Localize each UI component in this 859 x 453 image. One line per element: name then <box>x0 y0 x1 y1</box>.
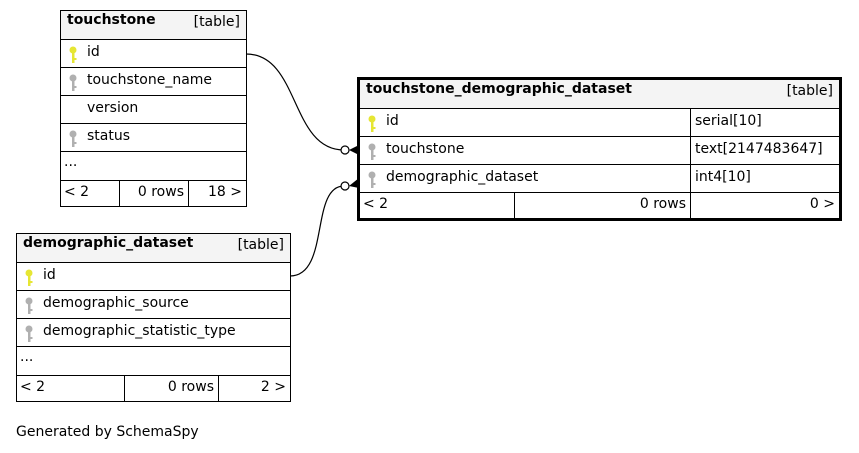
column-row[interactable]: demographic_statistic_type <box>17 319 290 347</box>
row-count: 0 rows <box>124 376 218 401</box>
index-key-icon <box>69 74 77 91</box>
table-demographic-dataset[interactable]: demographic_dataset [table] id demograph… <box>16 233 291 402</box>
table-kind: [table] <box>786 83 833 99</box>
column-row[interactable]: id <box>17 263 290 291</box>
link-demographic-dataset-arrow <box>349 178 359 188</box>
row-count: 0 rows <box>514 193 690 218</box>
table-header: touchstone [table] <box>61 11 246 40</box>
column-type: int4[10] <box>690 165 839 192</box>
table-kind: [table] <box>193 14 240 30</box>
ellipsis-text: ... <box>20 349 34 365</box>
table-touchstone[interactable]: touchstone [table] id touchstone_name ve… <box>60 10 247 207</box>
column-row[interactable]: touchstone text[2147483647] <box>360 137 839 165</box>
child-count[interactable]: 2 > <box>218 376 290 401</box>
table-footer: < 2 0 rows 2 > <box>17 376 290 401</box>
column-row[interactable]: id <box>61 40 246 68</box>
column-name: id <box>386 113 399 129</box>
column-row[interactable]: version <box>61 96 246 124</box>
column-name: touchstone <box>386 141 465 157</box>
link-demographic-dataset-optional-marker <box>340 181 350 191</box>
table-name: touchstone <box>67 12 156 28</box>
column-row[interactable]: touchstone_name <box>61 68 246 96</box>
column-name: touchstone_name <box>87 72 213 88</box>
ellipsis-text: ... <box>64 154 78 170</box>
column-name: demographic_statistic_type <box>43 323 236 339</box>
table-name: demographic_dataset <box>23 235 194 251</box>
primary-key-icon <box>368 115 376 132</box>
more-columns-indicator: ... <box>17 347 290 376</box>
column-row[interactable]: demographic_source <box>17 291 290 319</box>
primary-key-icon <box>69 46 77 63</box>
link-demographic-dataset-id <box>289 185 345 277</box>
column-row[interactable]: id serial[10] <box>360 109 839 137</box>
child-count[interactable]: 0 > <box>690 193 839 218</box>
table-touchstone-demographic-dataset[interactable]: touchstone_demographic_dataset [table] i… <box>357 77 842 221</box>
table-kind: [table] <box>237 237 284 253</box>
table-footer: < 2 0 rows 18 > <box>61 181 246 206</box>
column-name: status <box>87 128 131 144</box>
column-row[interactable]: status <box>61 124 246 152</box>
link-touchstone-arrow <box>349 145 359 155</box>
column-name: version <box>87 100 139 116</box>
index-key-icon <box>368 171 376 188</box>
primary-key-icon <box>25 269 33 286</box>
table-header: touchstone_demographic_dataset [table] <box>360 80 839 109</box>
row-count: 0 rows <box>119 181 188 206</box>
parent-count[interactable]: < 2 <box>64 184 90 200</box>
column-name: id <box>87 44 100 60</box>
index-key-icon <box>69 130 77 147</box>
column-row[interactable]: demographic_dataset int4[10] <box>360 165 839 193</box>
table-name: touchstone_demographic_dataset <box>366 81 632 97</box>
child-count[interactable]: 18 > <box>188 181 246 206</box>
parent-count[interactable]: < 2 <box>20 379 46 395</box>
link-touchstone-optional-marker <box>340 145 350 155</box>
table-header: demographic_dataset [table] <box>17 234 290 263</box>
index-key-icon <box>25 297 33 314</box>
index-key-icon <box>25 325 33 342</box>
column-name: demographic_source <box>43 295 189 311</box>
table-footer: < 2 0 rows 0 > <box>360 193 839 218</box>
column-type: text[2147483647] <box>690 137 839 164</box>
column-name: id <box>43 267 56 283</box>
column-type: serial[10] <box>690 109 839 136</box>
generated-by-credit: Generated by SchemaSpy <box>16 424 199 440</box>
parent-count[interactable]: < 2 <box>363 196 389 212</box>
link-touchstone-id <box>245 53 345 151</box>
more-columns-indicator: ... <box>61 152 246 181</box>
column-name: demographic_dataset <box>386 169 539 185</box>
index-key-icon <box>368 143 376 160</box>
